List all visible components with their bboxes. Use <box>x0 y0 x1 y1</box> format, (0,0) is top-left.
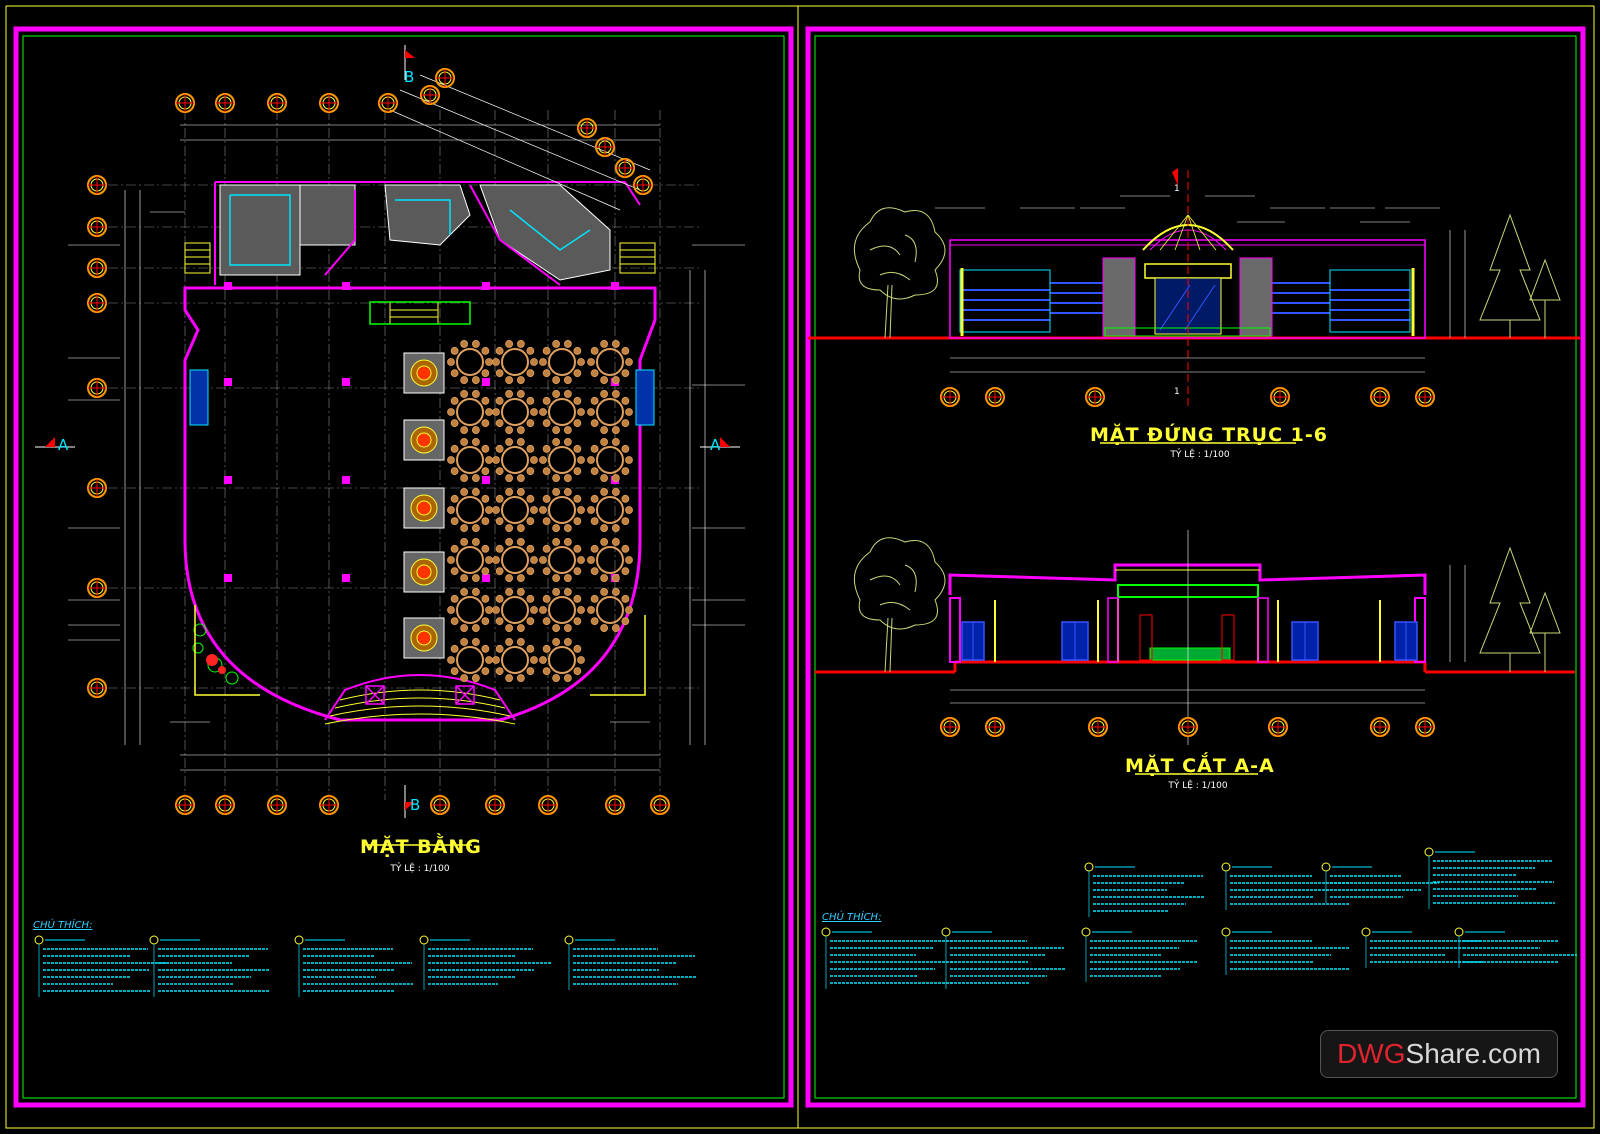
notes-blocks <box>34 847 1577 997</box>
note-marker <box>1454 927 1464 937</box>
trees <box>853 207 1561 673</box>
section-axis-bubbles <box>940 717 1435 737</box>
round-table <box>501 398 529 426</box>
round-table <box>501 646 529 674</box>
section-mark-b-top: B <box>404 68 415 86</box>
outer-border <box>5 5 1595 1129</box>
watermark-part-2: Share.com <box>1405 1038 1541 1069</box>
round-table <box>501 546 529 574</box>
note-marker <box>34 935 44 945</box>
round-table <box>596 546 624 574</box>
section-marker-b-bottom <box>404 785 415 818</box>
plan-title: MẶT BẰNG <box>360 836 482 858</box>
dwgshare-watermark: DWGShare.com <box>1320 1030 1558 1078</box>
note-marker <box>1361 927 1371 937</box>
conifer-trees-elev <box>1479 213 1561 338</box>
note-marker <box>1321 862 1331 872</box>
round-table <box>548 446 576 474</box>
round-table <box>548 496 576 524</box>
round-table <box>501 496 529 524</box>
round-table <box>456 496 484 524</box>
section-title: MẶT CẮT A-A <box>1125 755 1275 777</box>
round-table <box>456 646 484 674</box>
note-marker <box>1084 862 1094 872</box>
note-marker <box>1424 847 1434 857</box>
plan-scale: TỶ LỆ : 1/100 <box>390 864 450 874</box>
note-marker <box>1221 862 1231 872</box>
section-mark-a-left: A <box>58 436 69 454</box>
round-table <box>548 348 576 376</box>
section-mark-a-right: A <box>710 436 721 454</box>
front-elevation <box>808 168 1580 444</box>
elevation-axis-bubbles <box>940 387 1435 407</box>
round-table <box>456 596 484 624</box>
note-marker <box>1221 927 1231 937</box>
round-table <box>596 596 624 624</box>
round-table <box>596 446 624 474</box>
round-table <box>501 446 529 474</box>
right-sheet-frame <box>805 26 1586 1108</box>
floor-plan <box>35 45 745 846</box>
elevation-axis-mark-bottom: 1 <box>1174 387 1180 397</box>
round-table <box>596 398 624 426</box>
notes-heading-right: CHÚ THÍCH: <box>822 912 882 923</box>
deciduous-tree-sect <box>853 537 946 673</box>
section-marker-b-top <box>404 45 415 80</box>
watermark-part-1: DWG <box>1337 1038 1406 1069</box>
round-table <box>548 398 576 426</box>
note-marker <box>821 927 831 937</box>
section-scale: TỶ LỆ : 1/100 <box>1168 781 1228 791</box>
note-marker <box>564 935 574 945</box>
elevation-title: MẶT ĐỨNG TRỤC 1-6 <box>1090 424 1328 446</box>
round-table <box>596 496 624 524</box>
note-marker <box>294 935 304 945</box>
notes-heading-left: CHÚ THÍCH: <box>33 920 93 931</box>
round-table <box>548 646 576 674</box>
round-table <box>456 398 484 426</box>
deciduous-tree-elev <box>853 207 946 339</box>
note-marker <box>1081 927 1091 937</box>
buffet-stations <box>403 352 445 659</box>
note-marker <box>149 935 159 945</box>
left-sheet-frame <box>13 26 794 1108</box>
round-table <box>456 348 484 376</box>
grid-axis-bubbles <box>87 68 670 815</box>
elevation-axis-mark-top: 1 <box>1174 184 1180 194</box>
section-marker-a-right <box>700 437 740 448</box>
round-table <box>501 348 529 376</box>
round-table <box>596 348 624 376</box>
round-table <box>501 596 529 624</box>
section-view <box>815 530 1575 775</box>
round-table <box>456 446 484 474</box>
round-table <box>548 546 576 574</box>
section-mark-b-bottom: B <box>410 796 421 814</box>
note-marker <box>941 927 951 937</box>
round-tables <box>447 340 633 682</box>
note-marker <box>419 935 429 945</box>
round-table <box>548 596 576 624</box>
conifer-trees-sect <box>1479 546 1561 672</box>
round-table <box>456 546 484 574</box>
elevation-scale: TỶ LỆ : 1/100 <box>1170 450 1230 460</box>
section-marker-a-left <box>35 437 75 448</box>
